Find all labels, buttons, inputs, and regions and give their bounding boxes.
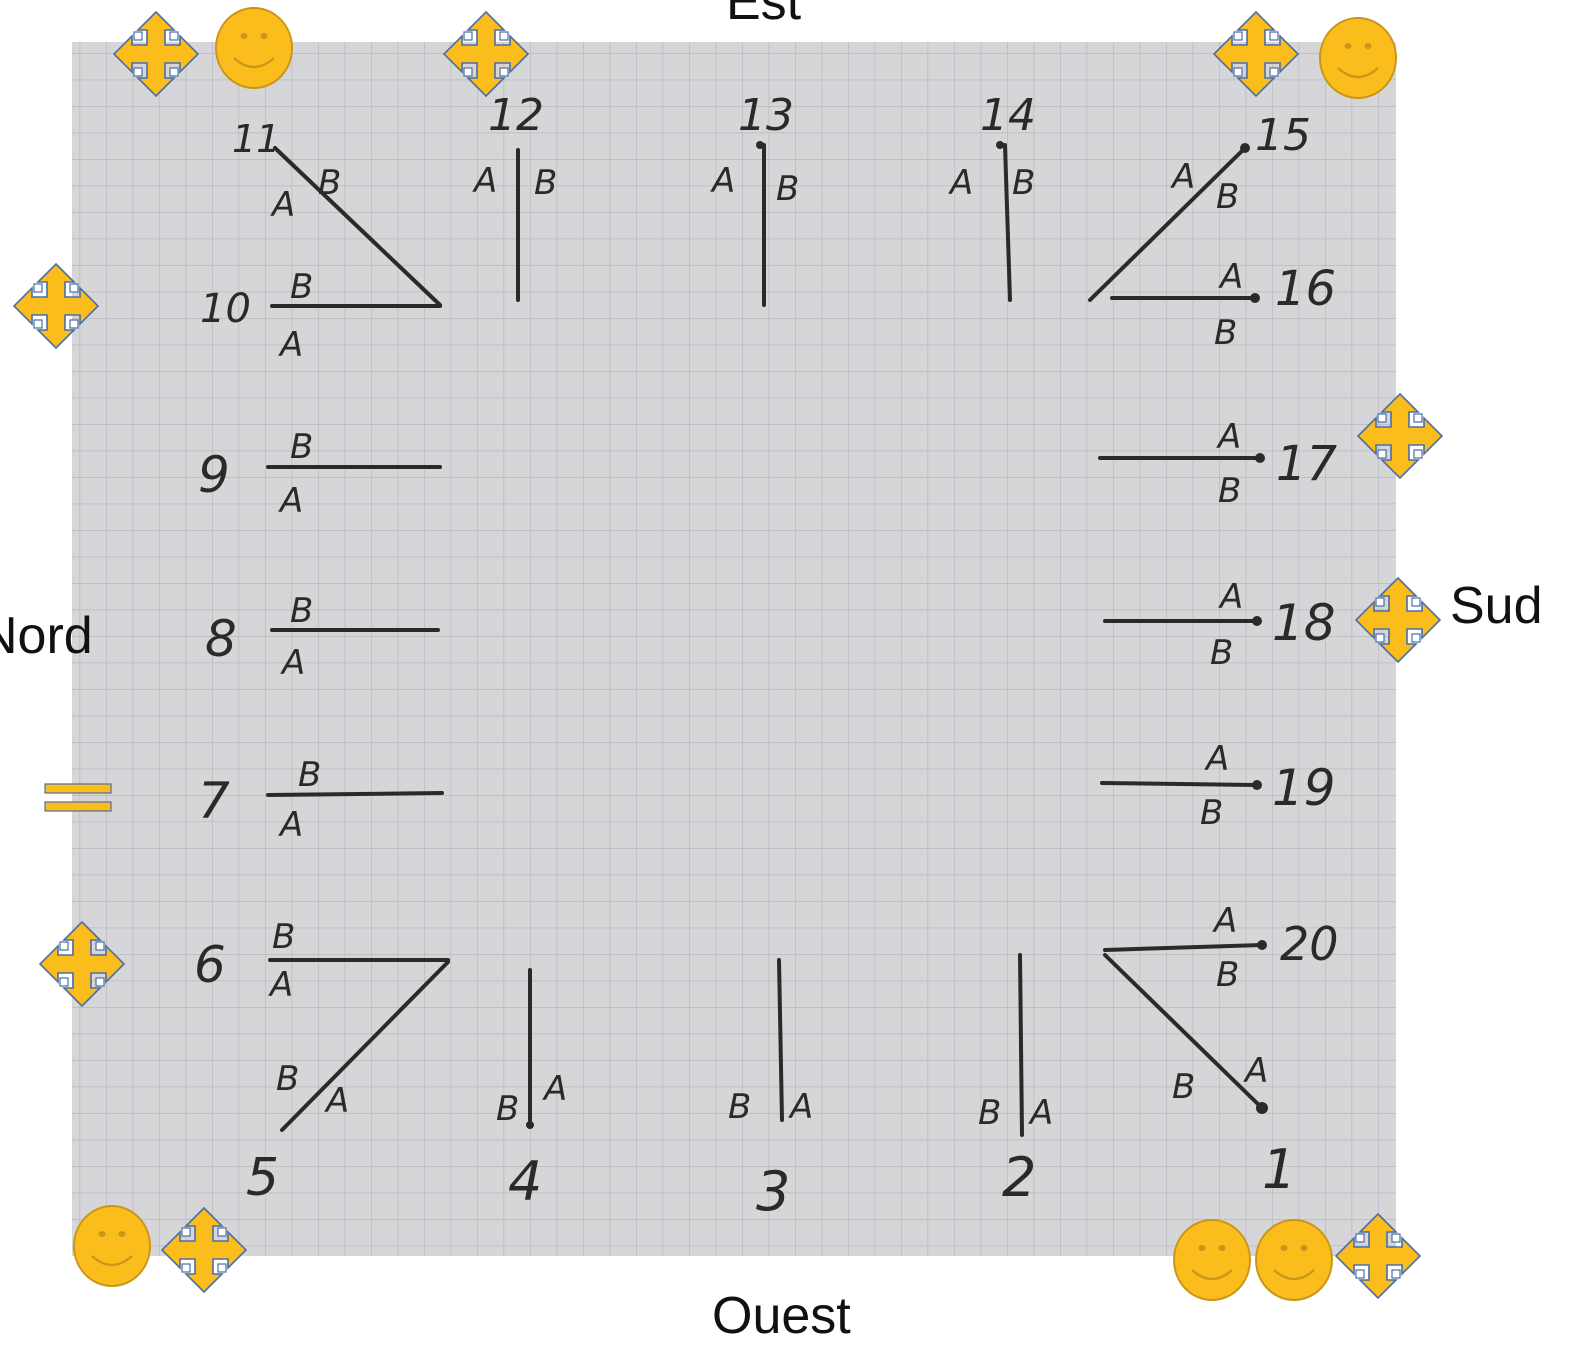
side-letter: A: [1170, 157, 1195, 197]
side-letter: A: [542, 1069, 567, 1109]
side-letter: A: [948, 163, 973, 203]
side-letter: A: [788, 1087, 813, 1127]
seat-number: 15: [1255, 110, 1311, 161]
side-letter: A: [278, 325, 303, 365]
direction-label-north: Nord: [0, 610, 93, 662]
direction-label-west: Ouest: [712, 1290, 851, 1342]
side-letter: B: [1214, 313, 1237, 353]
side-letter: B: [776, 169, 799, 209]
side-letter: B: [290, 591, 313, 631]
seat-number: 17: [1276, 436, 1338, 492]
side-letter: A: [710, 161, 735, 201]
seat-number: 1: [1262, 1138, 1296, 1201]
seat-number: 5: [246, 1148, 279, 1208]
side-letter: A: [1218, 257, 1243, 297]
seat-number: 16: [1275, 261, 1336, 317]
side-letter: B: [1216, 955, 1239, 995]
side-letter: B: [290, 427, 313, 467]
side-letter: A: [1216, 417, 1241, 457]
side-letter: B: [728, 1087, 751, 1127]
seat-number: 20: [1280, 917, 1339, 971]
seat-number: 12: [488, 90, 544, 141]
side-letter: B: [1172, 1067, 1195, 1107]
seat-number: 10: [200, 286, 251, 332]
smiley-face-icon[interactable]: [1174, 1220, 1250, 1300]
side-letter: B: [1200, 793, 1223, 833]
seat-line-19: [1102, 783, 1255, 785]
direction-label-east: Est: [726, 0, 801, 28]
seat-number: 18: [1272, 594, 1336, 652]
side-letter: B: [1216, 177, 1239, 217]
side-letter: A: [278, 481, 303, 521]
seat-number: 6: [194, 936, 226, 994]
side-letter: B: [276, 1059, 299, 1099]
side-letter: A: [324, 1081, 349, 1121]
seat-number: 14: [980, 90, 1036, 141]
side-letter: A: [1212, 901, 1237, 941]
seat-number: 11: [232, 117, 280, 161]
seat-number: 19: [1272, 759, 1336, 817]
seat-number: 2: [1002, 1146, 1036, 1209]
side-letter: A: [268, 965, 293, 1005]
side-letter: B: [318, 163, 341, 203]
seat-line-7: [268, 793, 442, 795]
side-letter: A: [1028, 1093, 1053, 1133]
paper-photo: [72, 42, 1396, 1256]
smiley-face-icon[interactable]: [74, 1206, 150, 1286]
seat-number: 9: [198, 446, 230, 504]
smiley-face-icon[interactable]: [216, 8, 292, 88]
seat-number: 13: [738, 90, 794, 141]
side-letter: A: [472, 161, 497, 201]
side-letter: B: [1210, 633, 1233, 673]
side-letter: A: [278, 805, 303, 845]
seat-number: 8: [205, 610, 237, 668]
seat-number: 7: [198, 772, 230, 830]
side-letter: B: [1218, 471, 1241, 511]
side-letter: B: [496, 1089, 519, 1129]
side-letter: A: [1218, 577, 1243, 617]
side-letter: B: [298, 755, 321, 795]
side-letter: B: [272, 917, 295, 957]
direction-label-south: Sud: [1450, 580, 1543, 632]
side-letter: A: [280, 643, 305, 683]
side-letter: A: [270, 185, 295, 225]
paper-grid: [72, 42, 1396, 1256]
side-letter: B: [1012, 163, 1035, 203]
side-letter: B: [534, 163, 557, 203]
side-letter: B: [978, 1093, 1001, 1133]
seat-number: 3: [756, 1160, 790, 1223]
smiley-face-icon[interactable]: [1256, 1220, 1332, 1300]
side-letter: A: [1243, 1051, 1268, 1091]
smiley-face-icon[interactable]: [1320, 18, 1396, 98]
seat-number: 4: [508, 1150, 542, 1213]
side-letter: A: [1204, 739, 1229, 779]
seat-line-2: [1020, 955, 1022, 1135]
side-letter: B: [290, 267, 313, 307]
